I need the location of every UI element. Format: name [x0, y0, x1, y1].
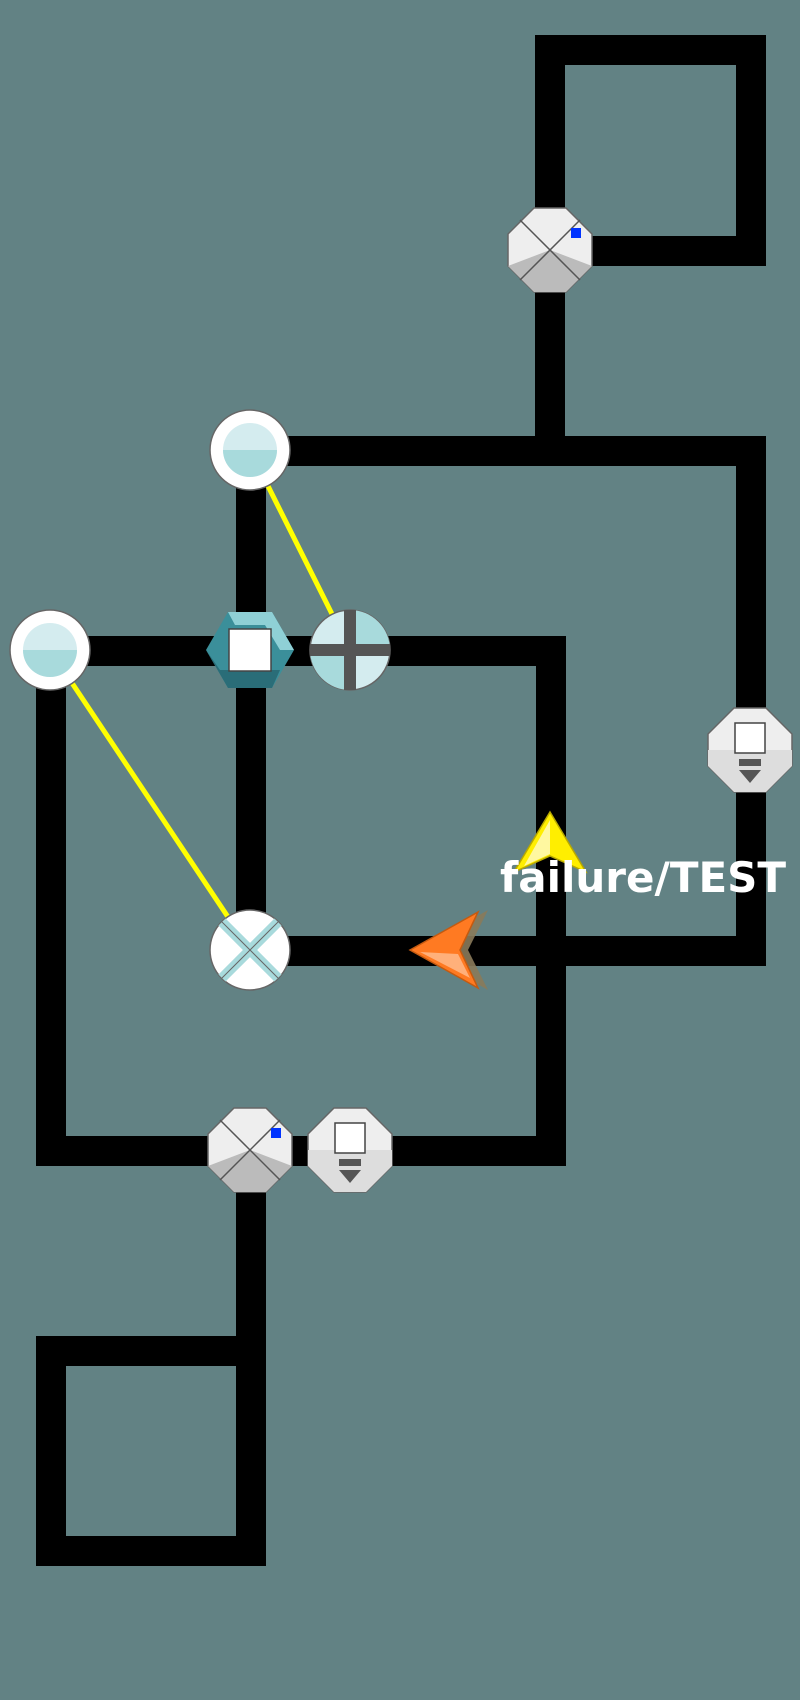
output-node-bottom[interactable]: [307, 1107, 393, 1193]
hexagon-shadow: [206, 650, 280, 688]
track-segment: [535, 35, 766, 65]
x-outline: [221, 921, 279, 979]
track-segment: [250, 436, 766, 466]
half-circle-node-upper[interactable]: [209, 409, 291, 491]
track-segment: [736, 436, 766, 966]
output-square: [334, 1122, 366, 1154]
track-segment: [36, 1336, 66, 1566]
track-segment: [250, 936, 766, 966]
diamond-diagonal: [219, 1119, 281, 1181]
output-square: [734, 722, 766, 754]
diamond-node-bottom[interactable]: [207, 1107, 293, 1193]
plus-circle-node[interactable]: [309, 609, 391, 691]
half-circle-fill: [223, 450, 277, 477]
diamond-indicator: [271, 1128, 281, 1138]
diamond-indicator: [571, 228, 581, 238]
diamond-node-top[interactable]: [507, 207, 593, 293]
link-line: [47, 648, 253, 952]
track-network: [36, 35, 766, 1566]
plus-bar-horizontal: [310, 644, 390, 656]
track-segment: [36, 650, 66, 1166]
hexagon-square: [228, 628, 272, 672]
output-bar: [339, 1159, 361, 1166]
links: [47, 448, 353, 952]
track-segment: [536, 636, 566, 1166]
track-segment: [236, 450, 266, 965]
hexagon-highlight: [228, 612, 294, 650]
track-segment: [736, 35, 766, 265]
output-bar: [739, 759, 761, 766]
plus-quadrant: [350, 610, 390, 650]
player-arrow[interactable]: [512, 810, 588, 874]
x-circle-node[interactable]: [209, 909, 291, 991]
player-arrow-highlight: [524, 820, 550, 866]
output-arrow: [339, 1170, 361, 1183]
plus-quadrant: [310, 650, 350, 690]
track-segment: [36, 1136, 566, 1166]
enemy-arrow-highlight: [420, 952, 470, 978]
hexagon-node[interactable]: [206, 612, 294, 688]
track-segment: [36, 1536, 266, 1566]
track-segment: [50, 636, 566, 666]
output-arrow: [739, 770, 761, 783]
diamond-diagonal: [519, 219, 581, 281]
diamond-lower-shade: [208, 1150, 292, 1192]
diamond-lower-shade: [508, 250, 592, 292]
half-circle-node-left[interactable]: [9, 609, 91, 691]
half-circle-fill: [23, 650, 77, 677]
output-node-right[interactable]: [707, 707, 793, 793]
status-label: failure/TEST: [500, 853, 786, 902]
enemy-arrow[interactable]: [408, 910, 488, 990]
track-segment: [36, 1336, 266, 1366]
